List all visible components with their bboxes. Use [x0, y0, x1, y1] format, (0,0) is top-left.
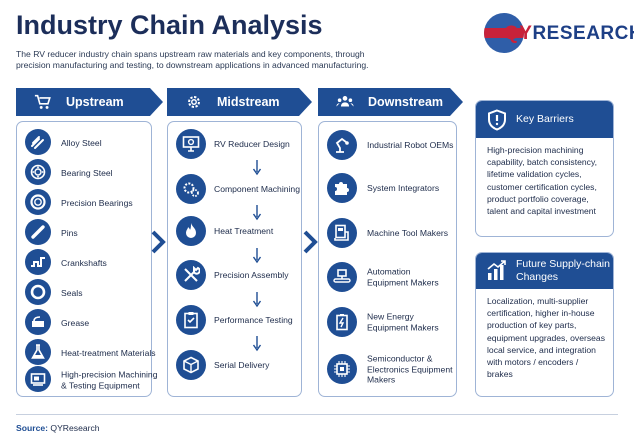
midstream-label: Midstream	[217, 95, 280, 109]
globe-icon	[484, 13, 524, 53]
midstream-header: Midstream	[167, 88, 312, 116]
flame-icon	[176, 216, 206, 246]
downstream-label: Downstream	[368, 95, 444, 109]
flask-icon	[25, 339, 51, 365]
key-barriers-text: High-precision machining capability, bat…	[487, 145, 598, 217]
item-line: Industrial Robot OEMs	[367, 139, 454, 150]
item-line: Automation	[367, 266, 411, 277]
upstream-panel: Alloy Steel Bearing Steel Precision Bear…	[16, 121, 158, 397]
ring-bearing-icon	[25, 189, 51, 215]
item-line: System Integrators	[367, 182, 440, 193]
item-line: High-precision Machining	[61, 369, 158, 380]
conveyor-icon	[327, 262, 357, 292]
page-title: Industry Chain Analysis	[16, 10, 323, 40]
bearing-icon	[25, 159, 51, 185]
item-line: Semiconductor &	[367, 353, 433, 364]
gears-icon	[176, 174, 206, 204]
page-subtitle: The RV reducer industry chain spans upst…	[16, 49, 369, 70]
midstream-panel: RV Reducer Design Component Machining He…	[167, 121, 302, 397]
downstream-panel: Industrial Robot OEMs System Integrators…	[318, 121, 457, 397]
box-icon	[176, 350, 206, 380]
cart-icon	[34, 93, 52, 111]
arrow-down-icon	[252, 292, 262, 308]
downstream-header: Downstream	[318, 88, 463, 116]
seal-icon	[25, 279, 51, 305]
shield-icon	[488, 109, 506, 131]
logo-text: QYRESEARCH	[504, 23, 634, 44]
item-line: & Testing Equipment	[61, 380, 140, 390]
upstream-label: Upstream	[66, 95, 124, 109]
chevron-right-icon	[303, 230, 318, 254]
item-line: Electronics Equipment	[367, 363, 453, 374]
robot-arm-icon	[327, 130, 357, 160]
upstream-header: Upstream	[16, 88, 163, 116]
arrow-down-icon	[252, 205, 262, 221]
source-line: Source: QYResearch	[16, 423, 100, 433]
steel-bars-icon	[25, 129, 51, 155]
battery-icon	[327, 307, 357, 337]
item-line: Makers	[367, 374, 396, 385]
future-changes-text: Localization, multi-supplier certificati…	[487, 296, 606, 380]
pin-icon	[25, 219, 51, 245]
arrow-down-icon	[252, 160, 262, 176]
machine-icon	[25, 366, 51, 392]
item-line: Equipment Makers	[367, 322, 439, 332]
chip-icon	[327, 354, 357, 384]
puzzle-icon	[327, 173, 357, 203]
design-monitor-icon	[176, 129, 206, 159]
key-barriers-box: Key Barriers High-precision machining ca…	[475, 100, 614, 237]
tools-icon	[176, 260, 206, 290]
grease-icon	[25, 309, 51, 335]
arrow-down-icon	[252, 336, 262, 352]
arrow-down-icon	[252, 248, 262, 264]
chevron-right-icon	[151, 230, 166, 254]
key-barriers-title: Key Barriers	[516, 113, 574, 125]
item-line: New Energy	[367, 311, 414, 322]
footer-divider	[16, 414, 618, 415]
qyresearch-logo: QYRESEARCH	[484, 13, 634, 63]
growth-chart-icon	[487, 260, 506, 280]
item-line: Equipment Makers	[367, 277, 439, 287]
gear-icon	[185, 93, 203, 111]
key-barriers-header: Key Barriers	[476, 101, 613, 138]
machine-tool-icon	[327, 218, 357, 248]
crankshaft-icon	[25, 249, 51, 275]
people-icon	[336, 93, 354, 111]
clipboard-check-icon	[176, 305, 206, 335]
item-line: Machine Tool Makers	[367, 227, 449, 238]
